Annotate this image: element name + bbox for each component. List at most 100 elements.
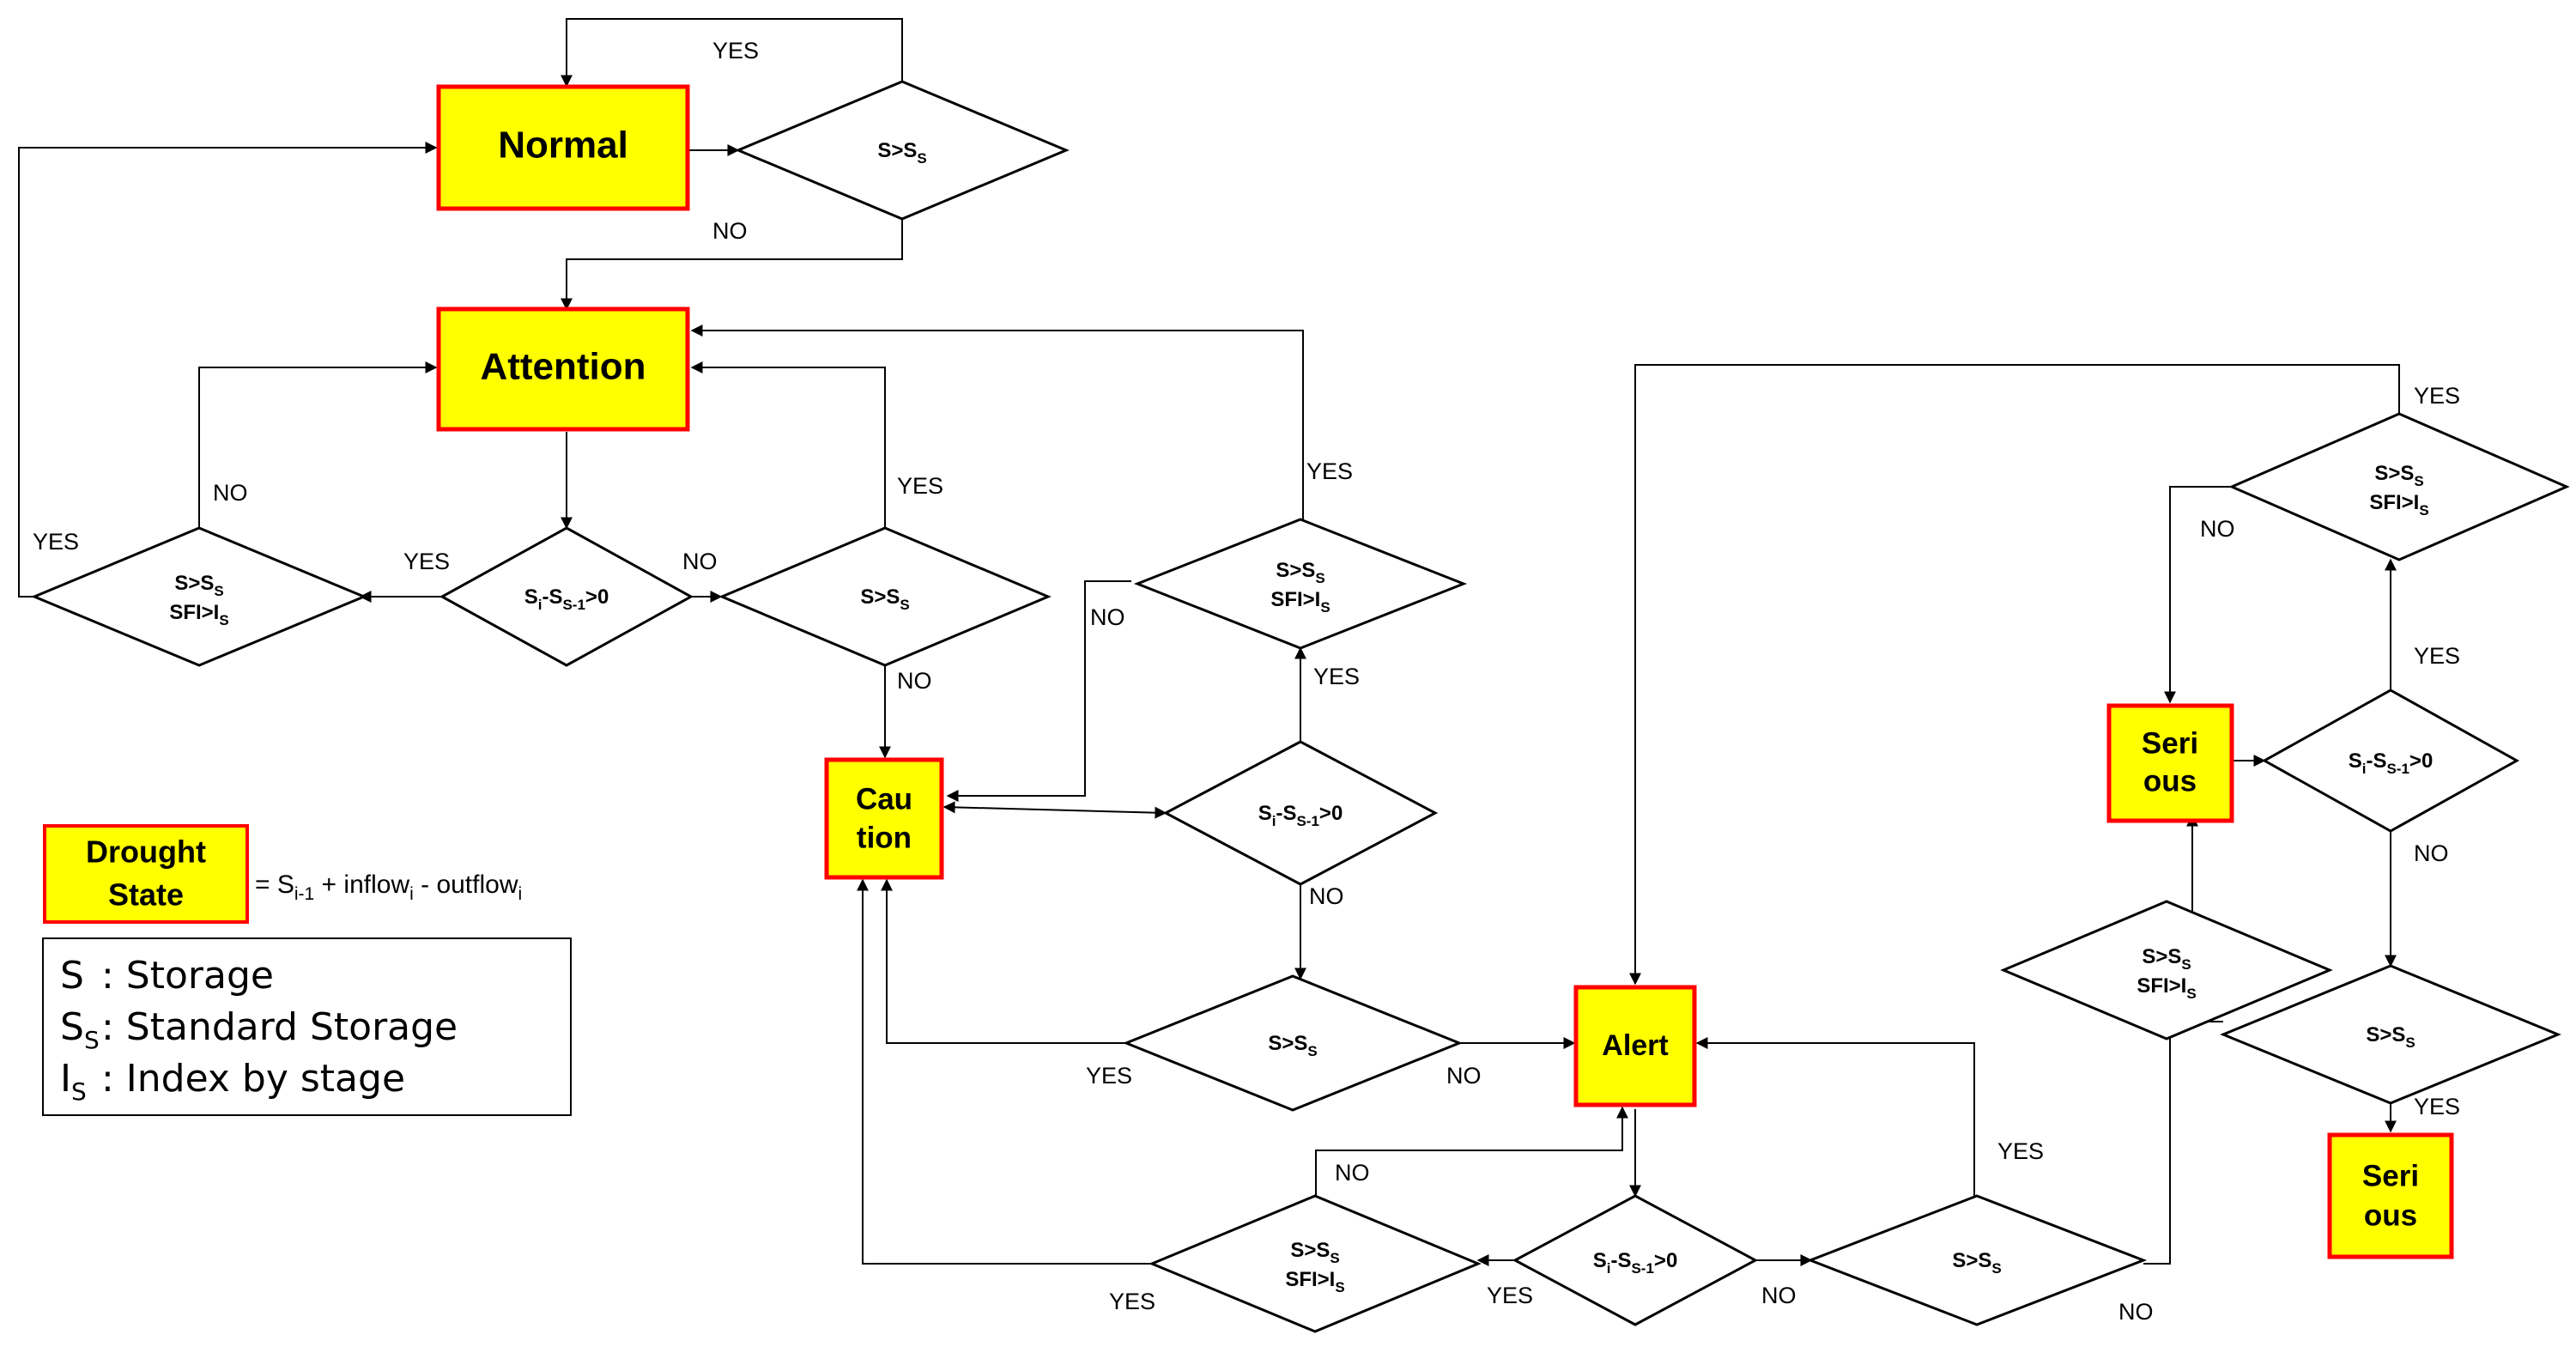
state-attention: Attention — [436, 306, 690, 432]
legend-definition-text: : Storage — [101, 954, 274, 998]
decision-label-line1: S>SS — [2374, 462, 2423, 489]
edge-label-yes: YES — [1997, 1138, 2044, 1164]
state-serious-mid-label-line1: Seri — [2142, 726, 2198, 760]
edge-label-yes: YES — [897, 473, 943, 499]
edge-label-yes: YES — [2414, 1094, 2460, 1119]
decision-label-line1: S>SS — [1276, 559, 1324, 586]
edge-label-no: NO — [1090, 604, 1125, 630]
state-serious-bottom-label-line1: Seri — [2362, 1159, 2419, 1192]
edge-label-no: NO — [682, 549, 718, 574]
decision-label-line1: S>SS — [2142, 945, 2191, 973]
edge-label-no: NO — [712, 218, 748, 244]
connector — [561, 18, 903, 88]
decision-alert-change: Si-SS-1>0 — [1512, 1194, 1759, 1326]
state-serious-bottom-label-line2: ous — [2364, 1198, 2417, 1232]
connector — [1629, 364, 2400, 986]
decision-normal-check: S>SS — [735, 80, 1070, 221]
edge-label-yes: YES — [2414, 383, 2460, 409]
connector — [18, 142, 438, 598]
legend-definition-text: : Standard Storage — [101, 1005, 458, 1049]
edge-label-no: NO — [2118, 1299, 2154, 1325]
edge-label-no: NO — [1446, 1063, 1482, 1089]
legend-symbol: S — [60, 954, 84, 998]
connector — [1695, 1037, 1975, 1196]
decision-label: Si-SS-1>0 — [1593, 1249, 1678, 1277]
state-normal: Normal — [436, 84, 690, 211]
decision-label-line2: SFI>IS — [1270, 588, 1330, 616]
connector — [1315, 1106, 1628, 1196]
decision-alert-storage: S>SS — [1806, 1194, 2148, 1326]
edge-label-yes: YES — [712, 38, 759, 64]
decision-label-line2: SFI>IS — [2137, 974, 2196, 1002]
state-caution: Cau tion — [824, 757, 944, 880]
edge-label-no: NO — [213, 480, 248, 506]
edge-label-yes: YES — [403, 549, 450, 574]
edge-label-no: NO — [1309, 883, 1344, 909]
edge-label-no: NO — [1335, 1160, 1370, 1186]
edge-label-no: NO — [1761, 1283, 1797, 1308]
decision-serious-storage: S>SS — [2220, 964, 2561, 1105]
connector — [690, 325, 1304, 519]
decision-label: Si-SS-1>0 — [1258, 802, 1343, 829]
state-caution-label-line2: tion — [857, 821, 912, 854]
edge-label-no: NO — [2414, 840, 2449, 866]
state-serious-mid-label-line2: ous — [2143, 764, 2197, 798]
connector — [857, 878, 1152, 1265]
edge-label-yes: YES — [33, 529, 79, 555]
decision-label: S>SS — [860, 585, 909, 613]
decision-label-line1: S>SS — [174, 572, 223, 599]
state-serious-bottom: Seri ous — [2327, 1132, 2454, 1259]
edge-label-yes: YES — [2414, 643, 2460, 669]
legend-symbol: IS — [60, 1057, 87, 1106]
decision-serious-change: Si-SS-1>0 — [2261, 689, 2520, 833]
decision-caution-storage: S>SS — [1122, 974, 1464, 1112]
connector — [2164, 486, 2232, 704]
state-alert-label: Alert — [1602, 1029, 1668, 1062]
state-caution-label-line1: Cau — [856, 782, 912, 816]
edge-label-yes: YES — [1086, 1063, 1132, 1089]
legend-state-label-line1: Drought — [86, 834, 206, 870]
legend-definitions-box — [42, 937, 572, 1116]
connector — [198, 361, 438, 528]
decision-label: S>SS — [1268, 1032, 1317, 1059]
connector — [561, 219, 903, 311]
state-alert: Alert — [1573, 985, 1697, 1107]
state-attention-label: Attention — [480, 346, 646, 388]
edge-label-yes: YES — [1313, 664, 1360, 689]
decision-label: S>SS — [1952, 1249, 2001, 1277]
decision-attention-storage: S>SS — [718, 526, 1052, 667]
decision-attention-change: Si-SS-1>0 — [439, 526, 694, 667]
decision-label: S>SS — [2366, 1023, 2415, 1051]
legend-symbol: SS — [60, 1005, 100, 1054]
legend: Drought State = Si-1 + inflowi - outflow… — [42, 824, 572, 1116]
state-normal-label: Normal — [498, 124, 628, 167]
connector — [690, 361, 886, 528]
decision-label: Si-SS-1>0 — [2349, 749, 2434, 777]
legend-state-box — [43, 824, 249, 924]
edge-label-yes: YES — [1109, 1289, 1155, 1314]
edge-label-no: NO — [2200, 516, 2235, 542]
decision-label: S>SS — [877, 139, 926, 167]
decision-label-line1: S>SS — [1290, 1239, 1339, 1266]
states: Normal Attention Cau tion Alert Seri ous… — [436, 84, 2454, 1259]
legend-equation: = Si-1 + inflowi - outflowi — [255, 871, 522, 904]
edge-label-yes: YES — [1306, 458, 1353, 484]
decision-label-line2: SFI>IS — [169, 601, 228, 628]
legend-definition-text: : Index by stage — [101, 1057, 405, 1101]
edge-labels: YES NO YES NO YES NO YES NO YES NO YES NO YES NO NO YES… — [33, 38, 2460, 1325]
edge-label-yes: YES — [1487, 1283, 1533, 1308]
decision-label-line2: SFI>IS — [1285, 1268, 1344, 1295]
legend-state-label-line2: State — [108, 877, 184, 913]
connector — [946, 580, 1131, 802]
connector — [943, 801, 1167, 819]
edge-label-no: NO — [897, 668, 932, 694]
connector — [881, 878, 1126, 1044]
